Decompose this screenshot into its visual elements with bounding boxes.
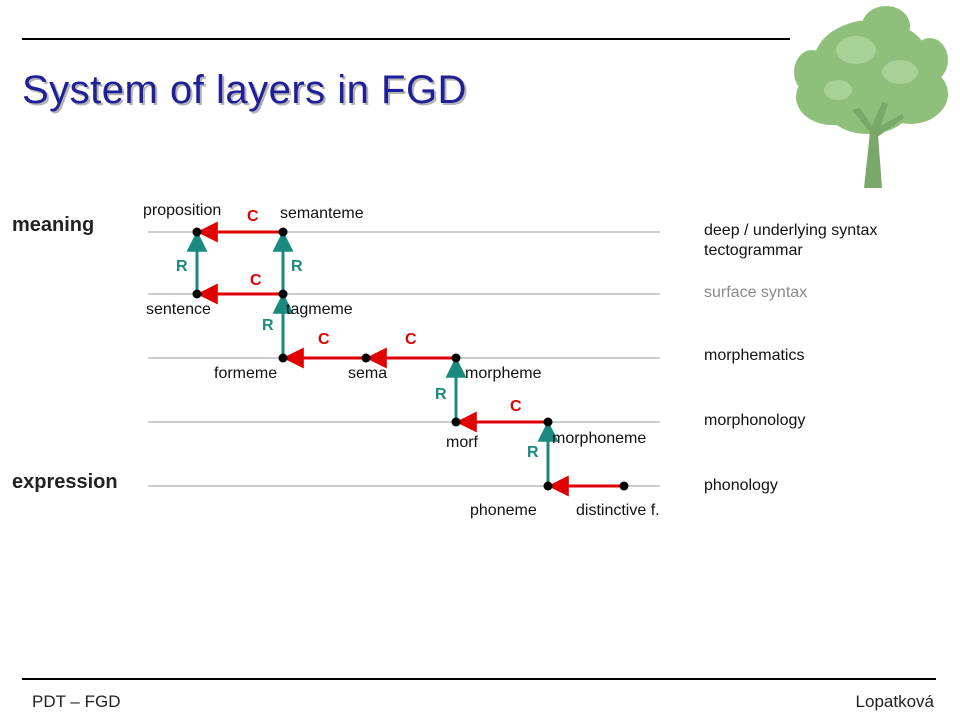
- realization-mark: R: [291, 258, 303, 275]
- meaning-label: meaning: [12, 214, 95, 236]
- bottom-rule: [22, 678, 936, 680]
- node-dot-morphoneme: [543, 417, 553, 427]
- realization-mark: R: [262, 317, 274, 334]
- node-dot-morpheme: [451, 353, 461, 363]
- layer-name-morphonology: morphonology: [704, 412, 806, 429]
- node-label-sema: sema: [348, 365, 388, 382]
- node-label-formeme: formeme: [214, 365, 278, 382]
- node-dot-tagmeme: [278, 289, 288, 299]
- realization-mark: R: [527, 444, 539, 461]
- composition-mark: C: [250, 272, 262, 289]
- layer-name-morphematics: morphematics: [704, 347, 805, 364]
- node-dot-phoneme: [543, 481, 553, 491]
- composition-mark: C: [405, 331, 417, 348]
- node-label-tagmeme: tagmeme: [286, 301, 353, 318]
- realization-mark: R: [435, 386, 447, 403]
- footer-right: Lopatková: [855, 692, 934, 711]
- footer-left: PDT – FGD: [32, 692, 121, 711]
- slide-title: System of layers in FGD: [22, 68, 467, 112]
- top-rule: [22, 38, 790, 40]
- node-dot-sentence: [192, 289, 202, 299]
- layer-name-surface: surface syntax: [704, 284, 808, 301]
- composition-mark: C: [247, 208, 259, 225]
- expression-label: expression: [12, 471, 118, 493]
- node-dot-distinctive: [619, 481, 629, 491]
- node-label-morpheme: morpheme: [465, 365, 542, 382]
- node-dot-formeme: [278, 353, 288, 363]
- node-dot-sema: [361, 353, 371, 363]
- node-dot-semanteme: [278, 227, 288, 237]
- node-label-morf: morf: [446, 434, 478, 451]
- tree-illustration: [794, 6, 948, 188]
- composition-mark: C: [318, 331, 330, 348]
- node-dot-proposition: [192, 227, 202, 237]
- composition-mark: C: [510, 398, 522, 415]
- node-label-distinctive: distinctive f.: [576, 502, 660, 519]
- layer-name-tectogrammar: tectogrammar: [704, 242, 803, 259]
- node-label-sentence: sentence: [146, 301, 211, 318]
- node-dot-morf: [451, 417, 461, 427]
- layer-name-deep: deep / underlying syntax: [704, 222, 878, 239]
- node-label-morphoneme: morphoneme: [552, 430, 647, 447]
- layer-name-phonology: phonology: [704, 477, 778, 494]
- node-label-semanteme: semanteme: [280, 205, 364, 222]
- title-block: System of layers in FGD: [22, 68, 467, 113]
- node-label-phoneme: phoneme: [470, 502, 537, 519]
- realization-mark: R: [176, 258, 188, 275]
- node-label-proposition: proposition: [143, 202, 222, 219]
